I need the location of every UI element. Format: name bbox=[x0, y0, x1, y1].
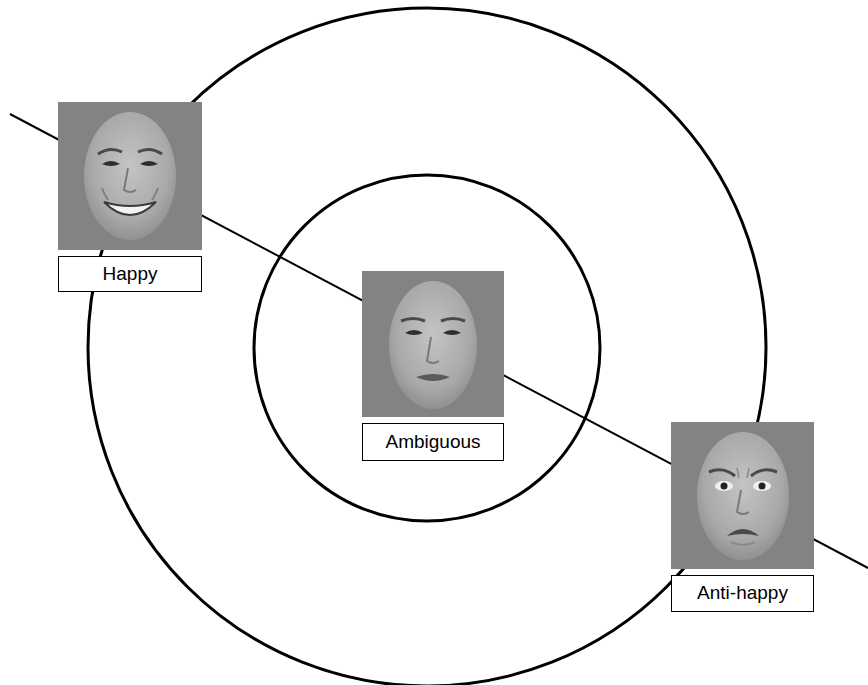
ambiguous-face bbox=[362, 271, 504, 417]
face-label: Anti-happy bbox=[697, 582, 788, 605]
anti-happy-face bbox=[671, 422, 814, 569]
face-label: Happy bbox=[103, 263, 158, 286]
label-box: Anti-happy bbox=[671, 575, 814, 612]
face-label: Ambiguous bbox=[385, 431, 480, 454]
label-box: Ambiguous bbox=[362, 423, 504, 461]
label-box: Happy bbox=[58, 256, 202, 292]
happy-face bbox=[58, 102, 202, 250]
inner-circle bbox=[254, 175, 600, 521]
